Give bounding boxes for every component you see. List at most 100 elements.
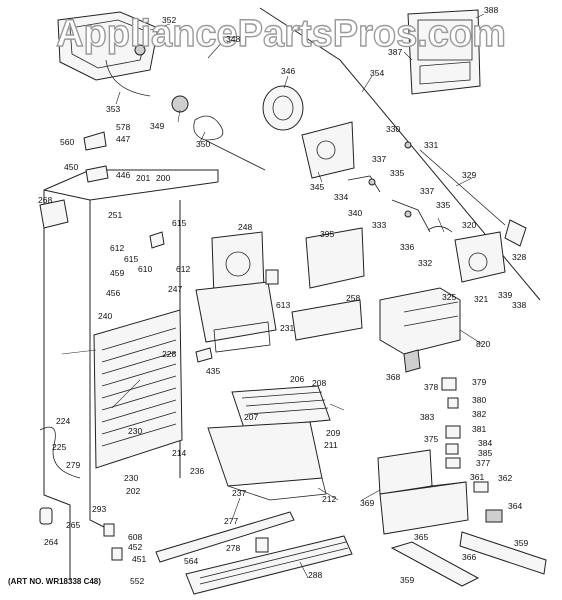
callout-265: 265 bbox=[66, 520, 80, 530]
icemaker-assembly-part bbox=[379, 287, 461, 373]
callout-247: 247 bbox=[168, 284, 182, 294]
callout-451: 451 bbox=[132, 554, 146, 564]
callout-237: 237 bbox=[232, 488, 246, 498]
callout-340: 340 bbox=[348, 208, 362, 218]
callout-379: 379 bbox=[472, 377, 486, 387]
callout-268: 268 bbox=[38, 195, 52, 205]
callout-377: 377 bbox=[476, 458, 490, 468]
icebox-bucket-part bbox=[57, 11, 159, 97]
callout-452: 452 bbox=[128, 542, 142, 552]
callout-278: 278 bbox=[226, 543, 240, 553]
callout-612b: 612 bbox=[176, 264, 190, 274]
callout-212: 212 bbox=[322, 494, 336, 504]
callout-225: 225 bbox=[52, 442, 66, 452]
callout-384: 384 bbox=[478, 438, 492, 448]
callout-leader-lines bbox=[61, 13, 485, 579]
callout-325: 325 bbox=[442, 292, 456, 302]
callout-328: 328 bbox=[512, 252, 526, 262]
callout-211: 211 bbox=[324, 440, 338, 450]
callout-206: 206 bbox=[290, 374, 304, 384]
callout-615a: 615 bbox=[172, 218, 186, 228]
callout-552: 552 bbox=[130, 576, 144, 586]
callout-348: 348 bbox=[226, 34, 240, 44]
parts-artwork bbox=[39, 7, 547, 595]
linkage-parts bbox=[347, 141, 527, 247]
callout-279: 279 bbox=[66, 460, 80, 470]
callout-459: 459 bbox=[110, 268, 124, 278]
callout-560: 560 bbox=[60, 137, 74, 147]
callout-380: 380 bbox=[472, 395, 486, 405]
callout-293: 293 bbox=[92, 504, 106, 514]
kickplate-grille-part bbox=[185, 535, 353, 595]
storage-bin-part bbox=[207, 421, 327, 501]
callout-375: 375 bbox=[424, 434, 438, 444]
callout-201: 201 bbox=[136, 173, 150, 183]
callout-350: 350 bbox=[196, 139, 210, 149]
callout-353: 353 bbox=[106, 104, 120, 114]
callout-335a: 335 bbox=[390, 168, 404, 178]
wire-shelf-part bbox=[231, 385, 331, 429]
callout-258: 258 bbox=[346, 293, 360, 303]
motor-mount-bracket-part bbox=[301, 121, 355, 179]
callout-610: 610 bbox=[138, 264, 152, 274]
callout-435: 435 bbox=[206, 366, 220, 376]
callout-564: 564 bbox=[184, 556, 198, 566]
callout-362: 362 bbox=[498, 473, 512, 483]
callout-346: 346 bbox=[281, 66, 295, 76]
callout-337a: 337 bbox=[372, 154, 386, 164]
icemaker-mold-part bbox=[427, 226, 506, 283]
callout-200: 200 bbox=[156, 173, 170, 183]
callout-202: 202 bbox=[126, 486, 140, 496]
callout-615b: 615 bbox=[124, 254, 138, 264]
control-box-part bbox=[377, 449, 469, 535]
callout-359b: 359 bbox=[400, 575, 414, 585]
callout-383: 383 bbox=[420, 412, 434, 422]
callout-385: 385 bbox=[478, 448, 492, 458]
callout-369: 369 bbox=[360, 498, 374, 508]
callout-207: 207 bbox=[244, 412, 258, 422]
callout-382: 382 bbox=[472, 409, 486, 419]
callout-613: 613 bbox=[276, 300, 290, 310]
callout-251: 251 bbox=[108, 210, 122, 220]
callout-446: 446 bbox=[116, 170, 130, 180]
callout-214: 214 bbox=[172, 448, 186, 458]
callout-388: 388 bbox=[484, 5, 498, 15]
callout-332: 332 bbox=[418, 258, 432, 268]
callout-359a: 359 bbox=[514, 538, 528, 548]
callout-264: 264 bbox=[44, 537, 58, 547]
callout-334: 334 bbox=[334, 192, 348, 202]
callout-387: 387 bbox=[388, 47, 402, 57]
bottom-rail-part bbox=[155, 511, 295, 563]
callout-820: 820 bbox=[476, 339, 490, 349]
dispenser-door-part bbox=[407, 9, 481, 95]
callout-329: 329 bbox=[462, 170, 476, 180]
callout-320: 320 bbox=[462, 220, 476, 230]
callout-349: 349 bbox=[150, 121, 164, 131]
callout-612a: 612 bbox=[110, 243, 124, 253]
callout-321: 321 bbox=[474, 294, 488, 304]
callout-365: 365 bbox=[414, 532, 428, 542]
callout-368: 368 bbox=[386, 372, 400, 382]
callout-364: 364 bbox=[508, 501, 522, 511]
callout-366: 366 bbox=[462, 552, 476, 562]
callout-208: 208 bbox=[312, 378, 326, 388]
callout-209: 209 bbox=[326, 428, 340, 438]
callout-338: 338 bbox=[512, 300, 526, 310]
callout-333: 333 bbox=[372, 220, 386, 230]
small-hardware-parts bbox=[441, 377, 503, 523]
callout-230a: 230 bbox=[128, 426, 142, 436]
callout-224: 224 bbox=[56, 416, 70, 426]
callout-447: 447 bbox=[116, 134, 130, 144]
misc-left-parts bbox=[39, 131, 279, 561]
trim-strip-part bbox=[390, 531, 547, 587]
callout-352: 352 bbox=[162, 15, 176, 25]
callout-331: 331 bbox=[424, 140, 438, 150]
callout-labels: 352 348 388 387 354 346 353 349 578 447 … bbox=[38, 5, 528, 586]
callout-339: 339 bbox=[498, 290, 512, 300]
fan-shroud-part bbox=[195, 231, 277, 353]
callout-230b: 230 bbox=[124, 473, 138, 483]
callout-240: 240 bbox=[98, 311, 112, 321]
callout-608: 608 bbox=[128, 532, 142, 542]
callout-277: 277 bbox=[224, 516, 238, 526]
callout-578: 578 bbox=[116, 122, 130, 132]
